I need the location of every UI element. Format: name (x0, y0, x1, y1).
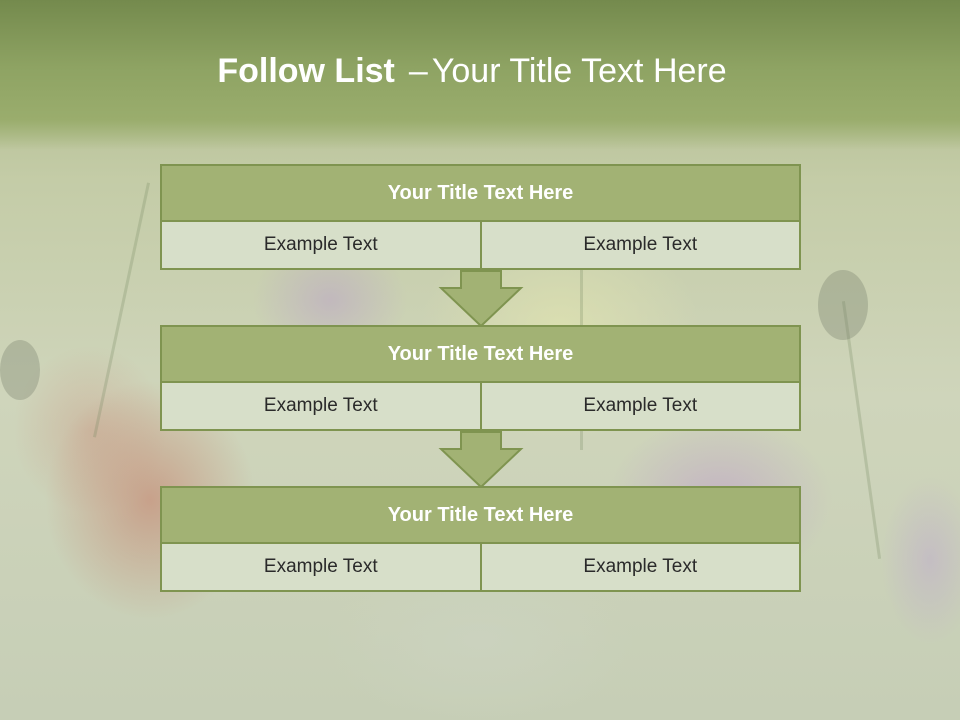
block-row: Example Text Example Text (160, 542, 801, 592)
block-title: Your Title Text Here (160, 325, 801, 383)
list-block-3: Your Title Text Here Example Text Exampl… (160, 486, 801, 592)
block-cell-left: Example Text (160, 381, 482, 431)
block-row: Example Text Example Text (160, 381, 801, 431)
down-arrow-icon (438, 431, 524, 489)
title-dash: – (408, 52, 428, 90)
flower-stem (841, 301, 882, 559)
poppy-bud (0, 340, 40, 400)
block-cell-left: Example Text (160, 542, 482, 592)
block-cell-right: Example Text (479, 220, 801, 270)
block-title: Your Title Text Here (160, 486, 801, 544)
list-block-2: Your Title Text Here Example Text Exampl… (160, 325, 801, 431)
block-cell-right: Example Text (479, 542, 801, 592)
title-bold: Follow List (217, 52, 395, 90)
title-rest: Your Title Text Here (431, 52, 727, 90)
list-block-1: Your Title Text Here Example Text Exampl… (160, 164, 801, 270)
block-row: Example Text Example Text (160, 220, 801, 270)
block-title: Your Title Text Here (160, 164, 801, 222)
page-title: Follow List–Your Title Text Here (0, 52, 944, 91)
header-band (0, 0, 960, 150)
flower-stem (93, 182, 150, 438)
block-cell-left: Example Text (160, 220, 482, 270)
poppy-bud (818, 270, 868, 340)
down-arrow-icon (438, 270, 524, 328)
block-cell-right: Example Text (479, 381, 801, 431)
